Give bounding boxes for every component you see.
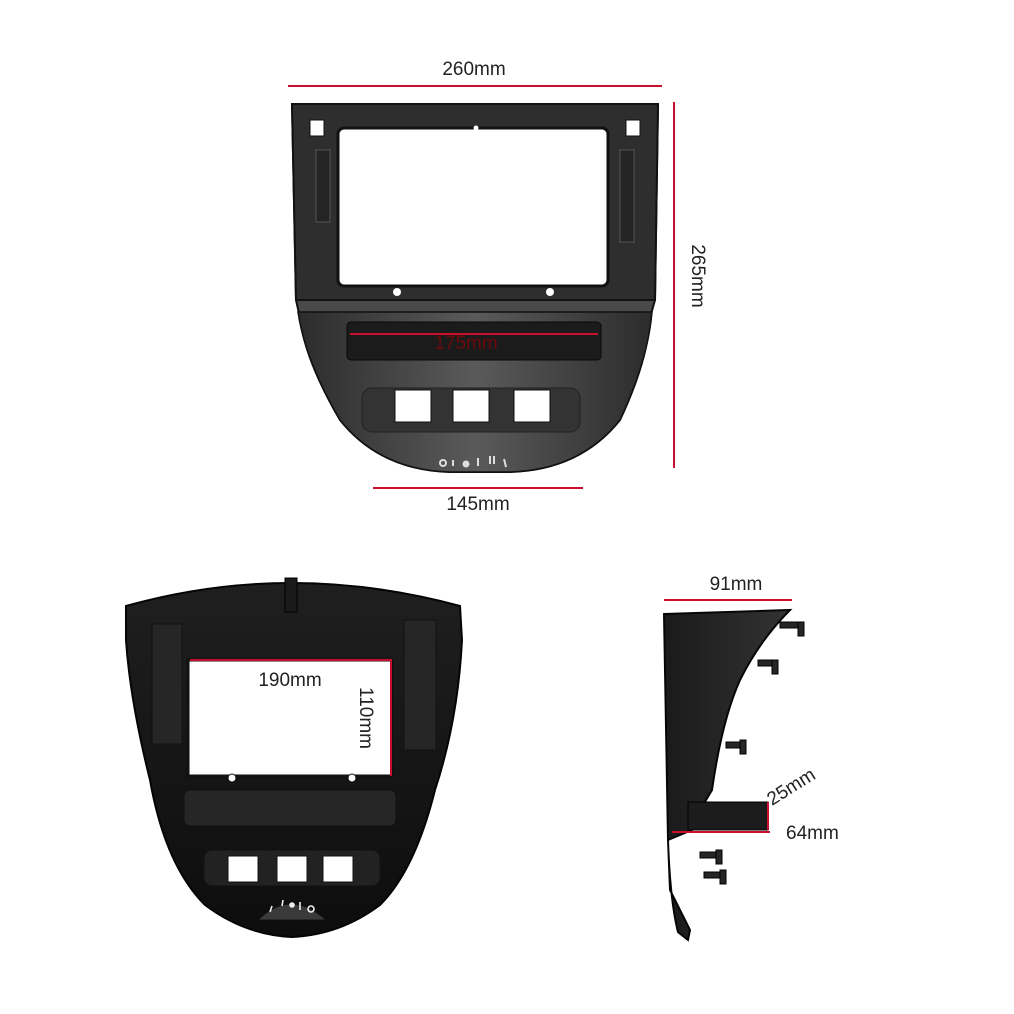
front-dial-markings [439,456,507,468]
dim-label-side-pocket-depth: 64mm [786,823,839,844]
front-screen-opening [336,126,610,288]
side-pocket [687,801,769,831]
back-switch-cutout-2 [276,855,308,883]
back-switch-cutout-1 [227,855,259,883]
dim-label-front-window-width: 175mm [434,333,497,354]
side-profile [662,608,793,942]
dim-label-front-bottom-width: 145mm [446,494,509,515]
side-clips [699,621,805,885]
side-view [662,608,805,942]
back-screen-opening [186,658,394,778]
front-switch-cutout-2 [452,389,490,423]
dim-label-side-pocket-height: 25mm [764,764,820,810]
front-switch-cutout-3 [513,389,551,423]
dim-label-back-opening-width: 190mm [258,670,321,691]
front-view [290,103,660,473]
dim-label-back-opening-height: 110mm [355,687,376,749]
front-switch-cutout-1 [394,389,432,423]
front-storage-slot [346,321,602,361]
dim-label-front-height: 265mm [687,244,708,307]
back-view [125,577,464,939]
back-switch-cutout-3 [322,855,354,883]
dim-label-front-top-width: 260mm [442,59,505,80]
dim-label-side-top-depth: 91mm [710,574,763,595]
